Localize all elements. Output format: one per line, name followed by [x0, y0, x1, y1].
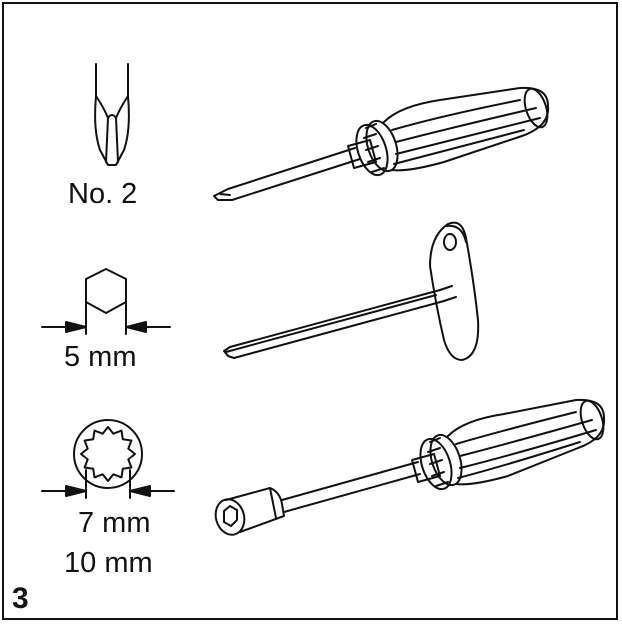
phillips-size-label: No. 2: [68, 178, 138, 210]
figure-number: 3: [12, 582, 29, 615]
socket-icon: [41, 419, 175, 499]
socket-size-label-small: 7 mm: [78, 507, 151, 539]
hex-icon: [41, 268, 171, 335]
phillips-tip-icon: [94, 63, 130, 166]
hex-key: [223, 221, 480, 361]
socket-driver: [214, 398, 606, 536]
socket-size-label-large: 10 mm: [64, 547, 153, 579]
phillips-screwdriver: [213, 86, 550, 201]
hex-size-label: 5 mm: [64, 341, 137, 373]
